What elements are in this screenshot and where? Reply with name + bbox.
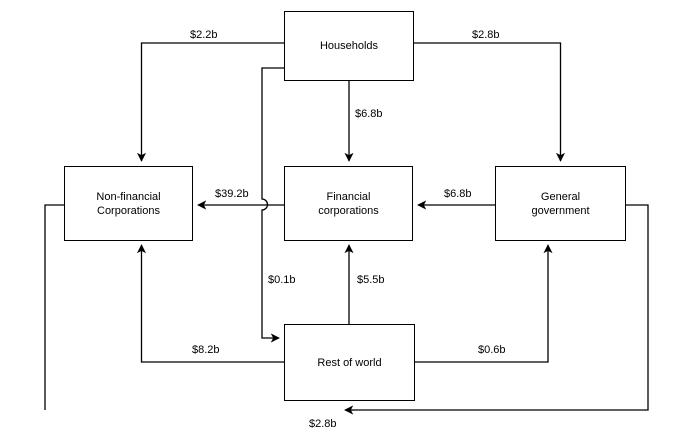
node-rest-of-world[interactable]: Rest of world: [284, 324, 415, 401]
node-non-financial-corporations-label: Non-financial Corporations: [96, 190, 161, 217]
edge-label-row-to-govt: $0.6b: [476, 344, 508, 356]
node-financial-corporations-label: Financial corporations: [318, 190, 379, 217]
node-financial-corporations[interactable]: Financial corporations: [284, 166, 413, 241]
edge-label-govt-to-fincorp: $6.8b: [442, 188, 474, 200]
edge-govt-to-nfc: [355, 204, 649, 411]
node-households-label: Households: [319, 40, 379, 52]
edge-label-households-to-fincorp: $6.8b: [353, 108, 385, 120]
node-rest-of-world-label: Rest of world: [317, 356, 382, 369]
edge-row-to-govt: [415, 244, 553, 363]
edge-govt-to-nfc-tail: [44, 204, 64, 410]
edge-households-to-row: [261, 67, 284, 343]
edge-label-households-to-govt: $2.8b: [470, 29, 502, 41]
edge-label-households-to-row: $0.1b: [266, 274, 298, 286]
edge-households-to-nfc: [136, 42, 284, 162]
edge-households-to-govt: [414, 42, 566, 162]
edge-label-row-to-fincorp: $5.5b: [355, 274, 387, 286]
node-households[interactable]: Households: [284, 11, 414, 81]
edge-label-row-to-nfc: $8.2b: [190, 344, 222, 356]
node-non-financial-corporations[interactable]: Non-financial Corporations: [64, 166, 193, 241]
node-general-government[interactable]: General government: [495, 166, 626, 241]
node-general-government-label: General government: [531, 190, 590, 217]
edge-label-households-to-nfc: $2.2b: [188, 29, 220, 41]
edge-label-fincorp-to-nfc: $39.2b: [213, 188, 251, 200]
edge-label-govt-to-nfc: $2.8b: [307, 418, 339, 430]
edge-row-to-nfc: [136, 244, 284, 363]
